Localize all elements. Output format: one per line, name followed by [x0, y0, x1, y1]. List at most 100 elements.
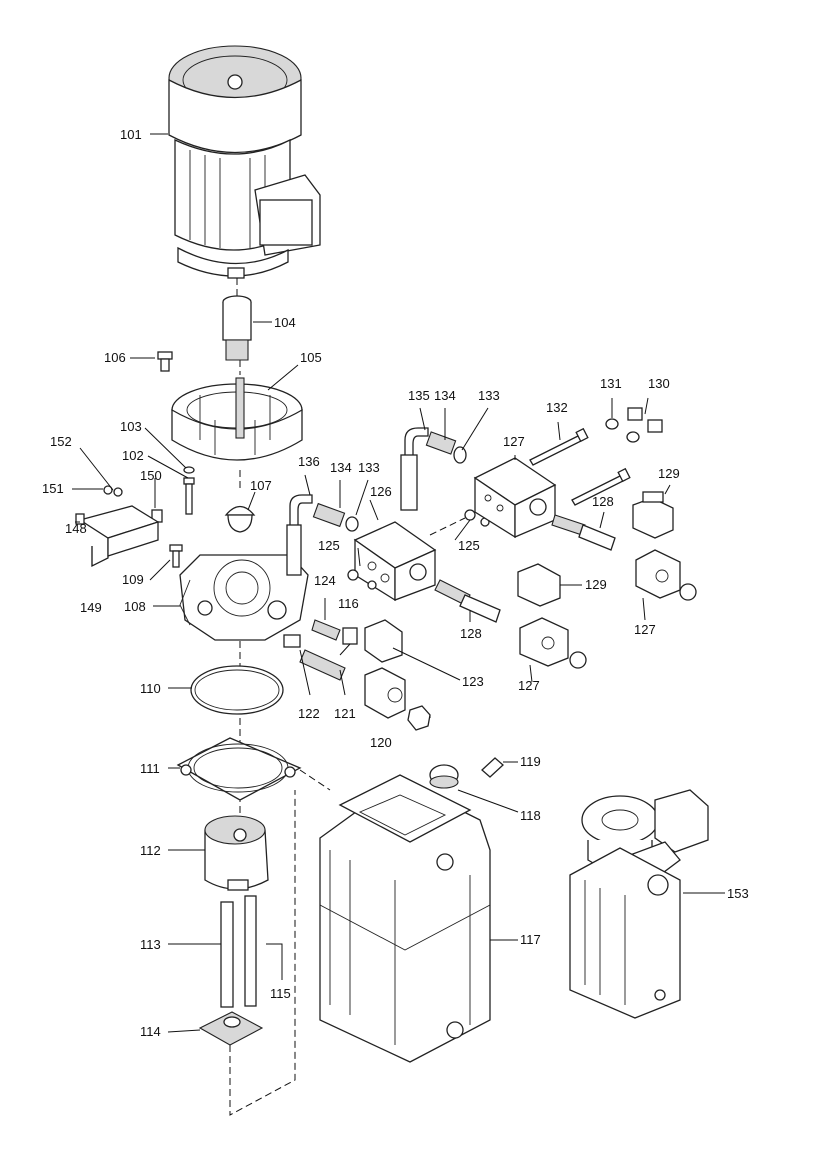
pipe-136	[286, 494, 313, 576]
o-ring-125d	[367, 580, 377, 590]
label-133-right: 133	[478, 388, 500, 403]
label-129-middle: 129	[585, 577, 607, 592]
part-labels: 101 104 106 105 103 152 102 150 151 107 …	[42, 127, 749, 1039]
filter-114	[198, 1011, 264, 1046]
label-113: 113	[140, 937, 161, 952]
label-133-left: 133	[358, 460, 380, 475]
o-ring-125a	[347, 569, 359, 581]
washer-152	[113, 487, 123, 497]
seal-131a	[605, 418, 619, 430]
label-129-right: 129	[658, 466, 680, 481]
plug-130b	[647, 419, 663, 433]
long-bolt-132a	[529, 427, 589, 466]
label-151: 151	[42, 481, 64, 496]
label-150: 150	[140, 468, 162, 483]
label-125-right: 125	[458, 538, 480, 553]
suction-pipe-113	[220, 901, 234, 1008]
coil-129-right	[632, 491, 674, 539]
label-135: 135	[408, 388, 430, 403]
seal-131b	[626, 431, 640, 443]
label-153: 153	[727, 886, 749, 901]
label-112: 112	[140, 843, 161, 858]
cartridge-128-right	[551, 514, 616, 551]
label-127-right: 127	[634, 622, 656, 637]
label-136: 136	[298, 454, 320, 469]
label-119: 119	[520, 754, 541, 769]
bell-housing-105	[171, 377, 303, 461]
label-120: 120	[370, 735, 392, 750]
label-108: 108	[124, 599, 146, 614]
fitting-134-right	[425, 431, 457, 455]
label-116: 116	[338, 596, 359, 611]
label-128-left: 128	[460, 626, 482, 641]
cartridge-128-left	[434, 579, 501, 623]
guide-line-b	[299, 769, 331, 791]
label-125-left: 125	[318, 538, 340, 553]
label-107: 107	[250, 478, 272, 493]
o-ring-125b	[464, 509, 476, 521]
label-124: 124	[314, 573, 336, 588]
label-106: 106	[104, 350, 126, 365]
label-127-middle: 127	[518, 678, 540, 693]
filler-cap-118	[429, 764, 459, 789]
screw-106	[157, 351, 173, 372]
elbow-119	[481, 757, 504, 778]
coil-block-127-right	[635, 549, 697, 601]
coil-123	[364, 619, 403, 663]
label-127-upper: 127	[503, 434, 525, 449]
cartridge-121	[299, 649, 346, 681]
coil-block-127-middle	[519, 617, 587, 669]
assembly-axis	[236, 278, 241, 850]
label-109: 109	[122, 572, 144, 587]
seal-133-left	[345, 516, 359, 532]
valve-body-108	[179, 554, 309, 641]
bracket-148-149	[75, 505, 160, 568]
label-134-left: 134	[330, 460, 352, 475]
label-105: 105	[300, 350, 322, 365]
washer-103	[183, 466, 195, 474]
label-132: 132	[546, 400, 568, 415]
nut-151	[103, 485, 113, 495]
coil-120	[364, 667, 431, 731]
coupling-104	[222, 295, 252, 361]
label-148: 148	[65, 521, 87, 536]
label-122: 122	[298, 706, 320, 721]
label-117: 117	[520, 932, 541, 947]
seal-133-right	[453, 446, 467, 464]
leader-lines	[72, 133, 725, 1033]
valve-block-126	[353, 521, 437, 602]
label-101: 101	[120, 127, 142, 142]
tank-117	[319, 774, 491, 1063]
label-126: 126	[370, 484, 392, 499]
label-104: 104	[274, 315, 296, 330]
fitting-134-left	[312, 502, 346, 528]
motor-101	[168, 45, 321, 279]
label-128-right: 128	[592, 494, 614, 509]
plug-130a	[627, 407, 643, 421]
assembled-unit-153	[569, 789, 709, 1019]
label-152: 152	[50, 434, 72, 449]
label-121: 121	[334, 706, 356, 721]
coil-129-middle	[517, 563, 561, 607]
screw-109	[169, 544, 183, 568]
label-149: 149	[80, 600, 102, 615]
return-pipe-115	[244, 895, 257, 1007]
flange-111	[176, 737, 302, 801]
valve-block-127-upper	[473, 457, 557, 539]
label-134-right: 134	[434, 388, 456, 403]
o-ring-110	[190, 665, 284, 715]
label-102: 102	[122, 448, 144, 463]
label-130: 130	[648, 376, 670, 391]
cartridge-124	[311, 619, 341, 641]
bolt-102	[183, 477, 195, 515]
pump-112	[204, 815, 269, 891]
label-110: 110	[140, 681, 161, 696]
label-118: 118	[520, 808, 541, 823]
label-115: 115	[270, 986, 291, 1001]
assembly-guide-left	[229, 790, 296, 1116]
guide-line-a	[429, 517, 466, 536]
label-111: 111	[140, 761, 160, 776]
fitting-116	[342, 627, 358, 645]
label-131: 131	[600, 376, 622, 391]
